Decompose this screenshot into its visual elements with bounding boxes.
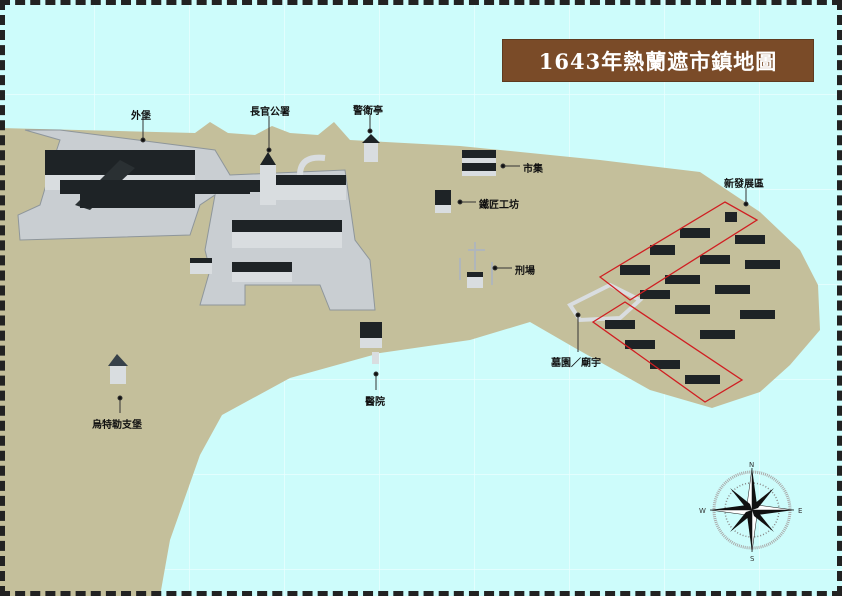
label-governor-office: 長官公署	[250, 107, 290, 118]
compass-s: S	[750, 555, 755, 563]
guard-post-building	[362, 134, 380, 162]
label-guard-post: 警衛亭	[353, 106, 383, 117]
compass-w: W	[699, 507, 706, 515]
compass-n: N	[749, 461, 754, 469]
market-building	[462, 150, 496, 176]
compass-rose-icon: N S E W	[699, 461, 802, 563]
hospital-building	[360, 322, 382, 364]
fort-utrecht-building	[108, 354, 128, 384]
compass-e: E	[798, 507, 802, 515]
label-market: 市集	[523, 164, 543, 175]
label-cemetery-temple: 墓園／廟宇	[551, 358, 601, 369]
label-new-district: 新發展區	[724, 179, 764, 190]
district-outline-north	[598, 201, 759, 301]
new-district	[567, 201, 780, 403]
label-execution-ground: 刑場	[515, 266, 535, 277]
blacksmith-building	[435, 190, 451, 213]
land	[0, 122, 820, 596]
label-fort-utrecht: 烏特勒支堡	[92, 420, 142, 431]
map-title: 1643年熱蘭遮市鎮地圖	[502, 39, 814, 82]
execution-ground-building	[459, 242, 493, 288]
label-blacksmith: 鐵匠工坊	[479, 200, 519, 211]
district-outline-south	[591, 301, 744, 403]
leader-lines	[117, 115, 749, 413]
label-outer-fort: 外堡	[131, 111, 151, 122]
fortress	[17, 129, 376, 311]
label-hospital: 醫院	[365, 397, 385, 408]
